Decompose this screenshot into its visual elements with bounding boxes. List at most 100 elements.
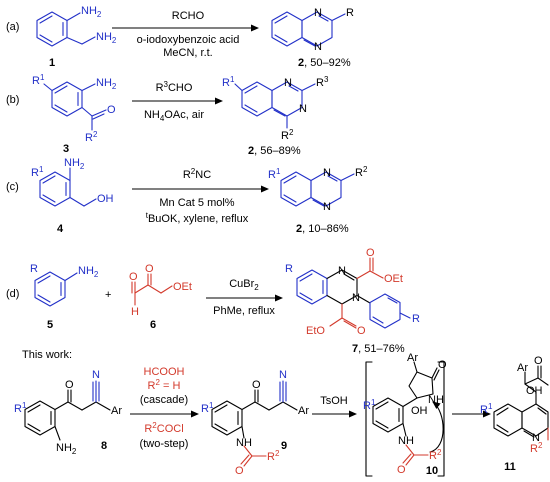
compound-11-number: 11 [504,461,516,473]
compound-10-nh2: NH [398,435,414,447]
cond-r2-h: R2 = H [148,378,181,392]
product-2c-r2: R2 [355,165,368,179]
compound-6-number: 6 [150,319,156,331]
compound-10-nh: NH [428,394,444,406]
compound-4-number: 4 [57,223,64,235]
product-2b-r2: R2 [281,128,294,142]
product-7-n3: N [352,292,360,304]
compound-9-o2: O [235,465,244,477]
product-2a-r: R [346,7,354,19]
compound-3-r2: R2 [85,130,98,144]
this-work-heading: This work: [22,349,72,361]
cond-two-step: (two-step) [140,438,189,450]
cond-cascade: (cascade) [140,394,188,406]
product-2a-n3: N [314,41,322,53]
compound-8-n: N [92,369,100,381]
compound-9-nh: NH [236,437,252,449]
compound-11-n: N [532,432,540,444]
compound-10-o: O [438,359,447,371]
reaction-c-reagent: R2NC [183,167,211,181]
compound-11-o: O [534,355,543,367]
compound-3-structure [43,81,107,131]
cond-hcooh: HCOOH [144,366,185,378]
product-2c-n3: N [323,201,331,213]
compound-8-number: 8 [101,440,107,452]
product-2a-label: 2, 50–92% [298,57,351,69]
compound-8-structure [24,380,111,441]
product-2b-n1: N [284,77,292,89]
compound-8-ar: Ar [111,405,122,417]
product-2b-r1: R1 [222,75,235,89]
product-7-o2: O [357,325,366,337]
cond-acyl-chloride: R2COCl [144,421,183,435]
compound-9-number: 9 [281,440,287,452]
compound-11-structure [493,365,549,441]
compound-5-r: R [30,263,38,275]
product-7-structure [296,257,411,329]
compound-6-structure [131,273,173,306]
compound-6-o-ester: O [145,263,154,275]
product-2c-n1: N [323,167,331,179]
product-2a-structure [271,11,346,47]
reaction-d-reagent: CuBr2 [229,278,259,292]
product-2c-r1: R1 [268,167,281,181]
compound-8-nh2: NH2 [56,442,77,456]
reaction-c-conditions-1: Mn Cat 5 mol% [159,197,234,209]
compound-5-number: 5 [47,319,53,331]
reaction-a-label: (a) [6,21,19,33]
bracket-left [365,361,373,477]
compound-4-oh: OH [97,193,114,205]
compound-9-n: N [279,369,287,381]
compound-3-o: O [107,104,116,116]
product-7-o1: O [366,247,375,259]
compound-10-oh: OH [411,405,428,417]
product-7-n1: N [338,265,346,277]
reaction-a-conditions-2: MeCN, r.t. [163,47,213,59]
product-7-eto: EtO [306,325,325,337]
compound-4-nh2: NH2 [64,157,85,171]
compound-10-r1: R1 [363,398,376,412]
product-2b-structure [234,81,316,129]
reaction-c: (c) R1 NH2 OH 4 R2NC Mn Cat 5 mol% tBuOK… [6,157,368,235]
product-2b-n3: N [299,103,307,115]
reaction-d: (d) R NH2 5 + O O OEt H 6 CuBr2 PhMe, [6,247,420,355]
compound-10-number: 10 [426,465,438,477]
plus-sign: + [105,289,111,301]
compound-8-r1: R1 [14,401,27,415]
bracket-right [437,361,445,477]
compound-10-o2: O [397,464,406,476]
compound-1-nh2: NH2 [81,5,102,19]
compound-11-r2: R2 [530,441,543,455]
compound-6-h: H [131,306,139,318]
compound-3-r1: R1 [32,73,45,87]
reaction-c-conditions-2: tBuOK, xylene, reflux [146,211,249,225]
reaction-a-reagent: RCHO [172,10,205,22]
reaction-d-label: (d) [6,288,19,300]
compound-5-nh2: NH2 [78,265,99,279]
cond-tsoh: TsOH [320,395,348,407]
compound-8-o: O [65,379,74,391]
compound-10-r2: R2 [429,448,442,462]
compound-5-structure [34,271,78,307]
reaction-b-conditions: NH4OAc, air [144,109,204,123]
product-2b-label: 2, 56–89% [248,145,301,157]
compound-10-structure [372,361,444,466]
compound-3-number: 3 [63,143,69,155]
compound-1-number: 1 [49,57,55,69]
product-7-oet: OEt [384,273,403,285]
product-2a-n1: N [314,7,322,19]
compound-9-r2: R2 [267,449,280,463]
reaction-b-label: (b) [6,94,19,106]
reaction-b: (b) R1 NH2 O R2 3 R3CHO NH4OAc, air [6,73,329,157]
product-7-label: 7, 51–76% [352,343,405,355]
compound-4-structure [39,167,97,207]
compound-9-structure [211,380,298,467]
compound-6-oet: OEt [173,281,192,293]
reaction-b-reagent: R3CHO [156,80,193,94]
compound-6-o-aldehyde: O [129,271,138,283]
this-work-scheme: R1 O N Ar NH2 8 HCOOH R2 = H (cascade) R… [14,352,549,477]
compound-11-oh: OH [526,385,543,397]
compound-9-ar: Ar [298,405,309,417]
compound-4-r1: R1 [31,165,44,179]
